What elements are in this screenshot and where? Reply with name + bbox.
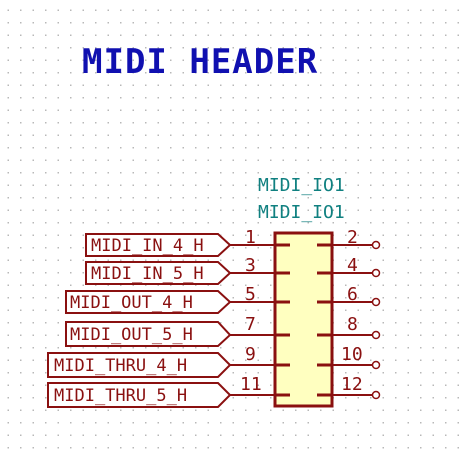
pin-number: 5 [245,284,256,305]
no-connect-circle [371,240,381,250]
pin-number: 4 [347,255,358,276]
left-pin-wires [230,244,275,396]
net-label-text: MIDI_OUT_5_H [70,325,193,345]
pin-number: 12 [341,374,363,395]
pin-number: 2 [347,227,358,248]
right-pin-numbers: 2 4 6 8 10 12 [341,227,363,395]
net-label-text: MIDI_THRU_5_H [54,386,187,406]
net-label-box[interactable] [85,233,232,257]
no-connect-circle [371,330,381,340]
pin-number: 1 [245,227,256,248]
net-label-box[interactable] [85,261,232,285]
net-label-box[interactable] [65,290,232,314]
connector-body [273,231,334,408]
net-label-text: MIDI_THRU_4_H [54,356,187,376]
pin-number: 10 [341,344,363,365]
net-label-text: MIDI_IN_5_H [91,264,204,284]
component-value: MIDI_IO1 [258,202,345,223]
schematic-title: MIDI HEADER [82,42,318,82]
no-connect-circle [371,360,381,370]
no-connect-circle [371,268,381,278]
pin-number: 11 [240,374,262,395]
net-labels: MIDI_IN_4_H MIDI_IN_5_H MIDI_OUT_4_H MID… [47,233,232,408]
pin-number: 9 [245,344,256,365]
pin-number: 8 [347,314,358,335]
right-pin-wires [332,240,381,400]
net-label-box[interactable] [47,382,232,408]
pin-number: 3 [245,255,256,276]
net-label-text: MIDI_IN_4_H [91,236,204,256]
pin-number: 6 [347,284,358,305]
left-pin-numbers: 1 3 5 7 9 11 [240,227,262,395]
net-label-box[interactable] [47,352,232,378]
pin-number: 7 [245,314,256,335]
connector-pin-stubs [275,243,332,397]
net-label-text: MIDI_OUT_4_H [70,293,193,313]
no-connect-circle [371,297,381,307]
component-reference: MIDI_IO1 [258,175,345,196]
net-label-box[interactable] [65,321,232,347]
no-connect-circle [371,390,381,400]
